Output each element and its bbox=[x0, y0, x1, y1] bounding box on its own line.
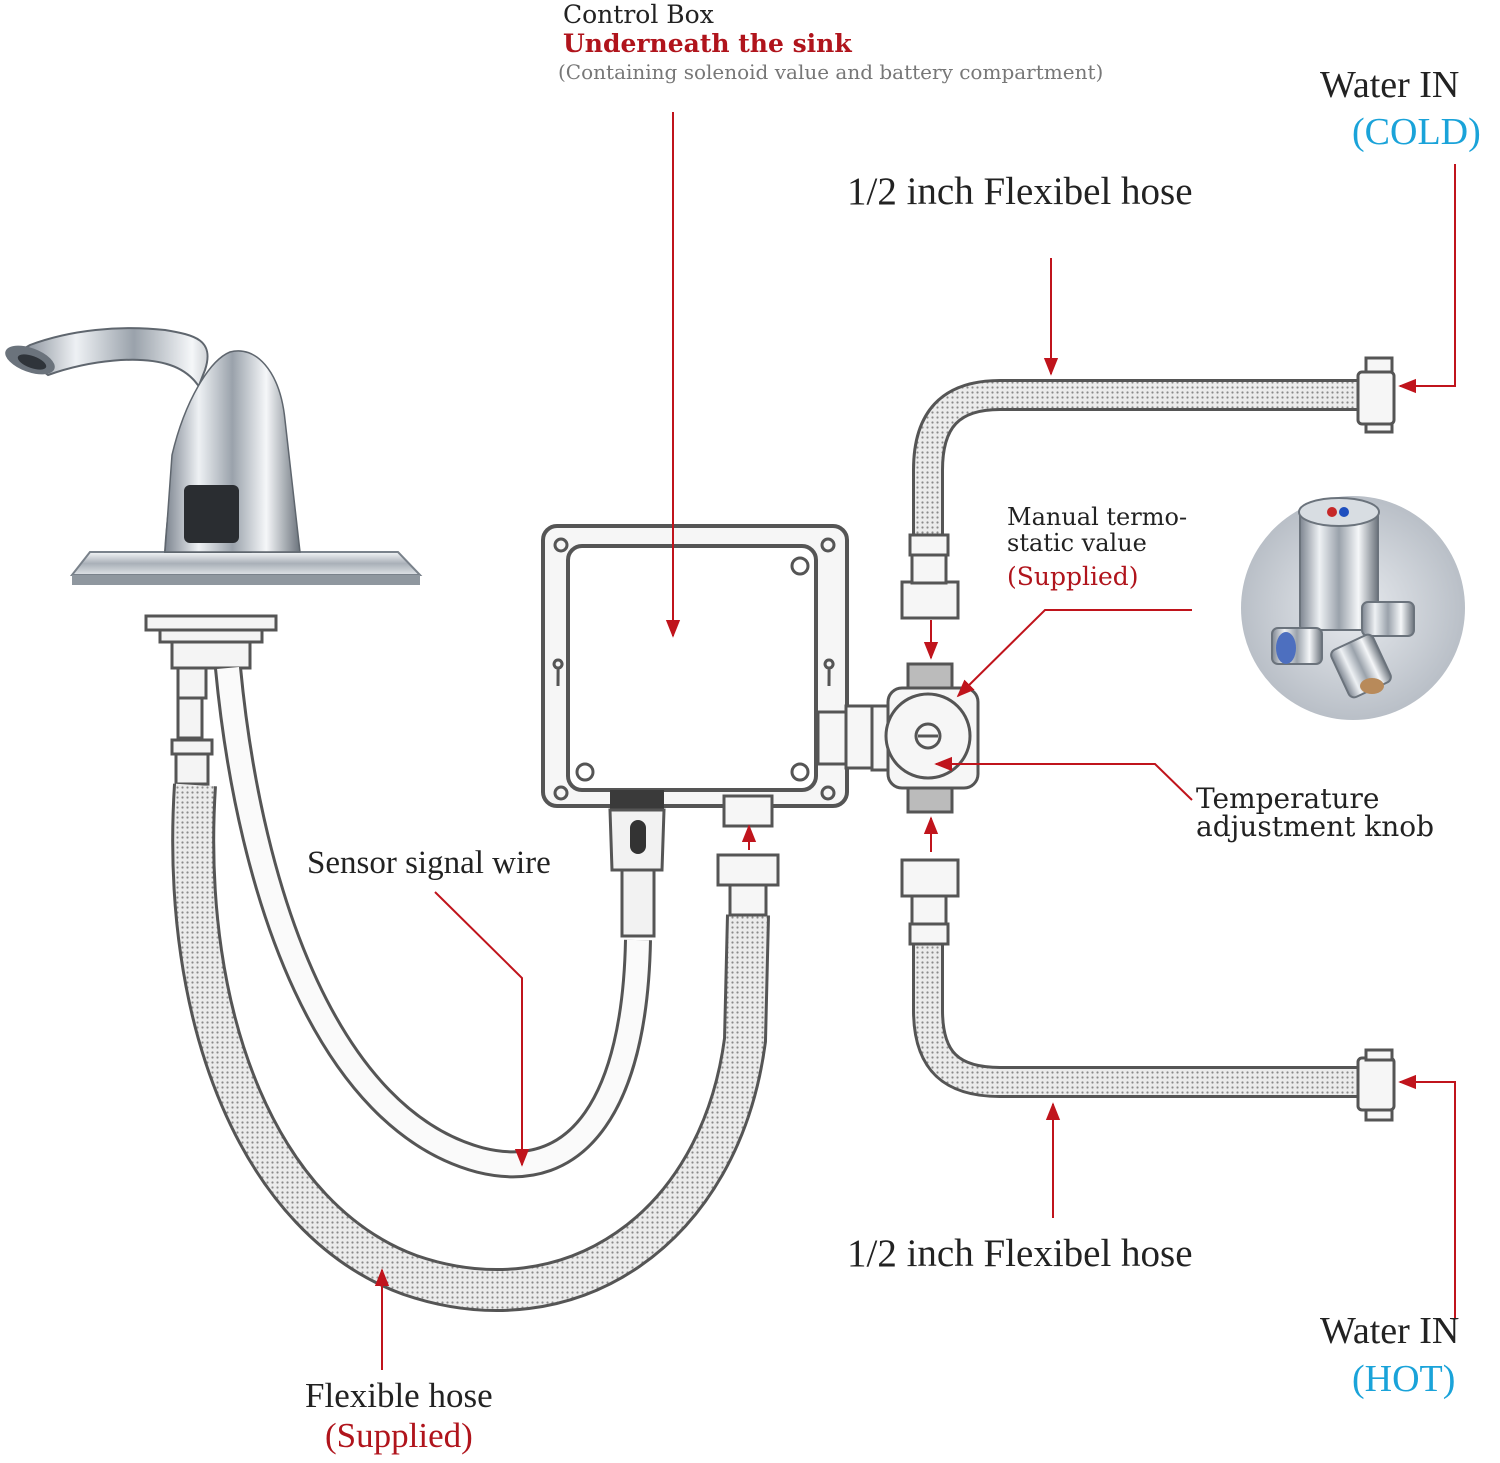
cold-inlet-label: Water IN bbox=[1320, 64, 1460, 106]
hose-nuts bbox=[900, 356, 1396, 1122]
arrow-knob bbox=[934, 756, 1193, 801]
bottom-hose-label: 1/2 inch Flexibel hose bbox=[847, 1232, 1193, 1275]
flex-hose-supplied-tag: (Supplied) bbox=[325, 1416, 473, 1455]
valve-label-line1: Manual termo- bbox=[1007, 503, 1188, 531]
arrow-hot-inlet bbox=[1398, 1074, 1456, 1318]
faucet-illustration bbox=[5, 327, 423, 585]
control-box-note: (Containing solenoid value and battery c… bbox=[558, 60, 1104, 84]
arrow-sensor-wire bbox=[434, 891, 530, 1167]
hot-inlet-label: Water IN bbox=[1320, 1310, 1460, 1352]
valve-photo bbox=[1241, 496, 1465, 720]
arrow-valve bbox=[956, 609, 1192, 698]
annotation-arrows bbox=[374, 112, 1456, 1370]
arrow-cold-inlet bbox=[1398, 164, 1456, 394]
sensor-wire-label: Sensor signal wire bbox=[307, 845, 551, 881]
thermostatic-valve bbox=[870, 662, 980, 814]
top-hose-label: 1/2 inch Flexibel hose bbox=[847, 170, 1193, 213]
flexible-hose-left bbox=[171, 783, 770, 1312]
cold-inlet-tag: (COLD) bbox=[1352, 111, 1481, 153]
hot-inlet-tag: (HOT) bbox=[1352, 1358, 1456, 1400]
knob-label-line1: Temperature bbox=[1196, 782, 1380, 815]
knob-label-line2: adjustment knob bbox=[1196, 810, 1435, 843]
sensor-wire bbox=[214, 666, 652, 1179]
control-box-illustration bbox=[541, 524, 878, 938]
valve-label-line2: static value bbox=[1007, 529, 1147, 557]
faucet-shank bbox=[144, 614, 278, 786]
control-box-title: Control Box bbox=[563, 0, 714, 29]
flexible-hose-hot bbox=[912, 940, 1360, 1098]
flex-hose-label: Flexible hose bbox=[305, 1376, 493, 1415]
control-box-location: Underneath the sink bbox=[563, 29, 852, 58]
flexible-hose-cold bbox=[912, 379, 1360, 540]
valve-supplied-tag: (Supplied) bbox=[1007, 562, 1139, 591]
